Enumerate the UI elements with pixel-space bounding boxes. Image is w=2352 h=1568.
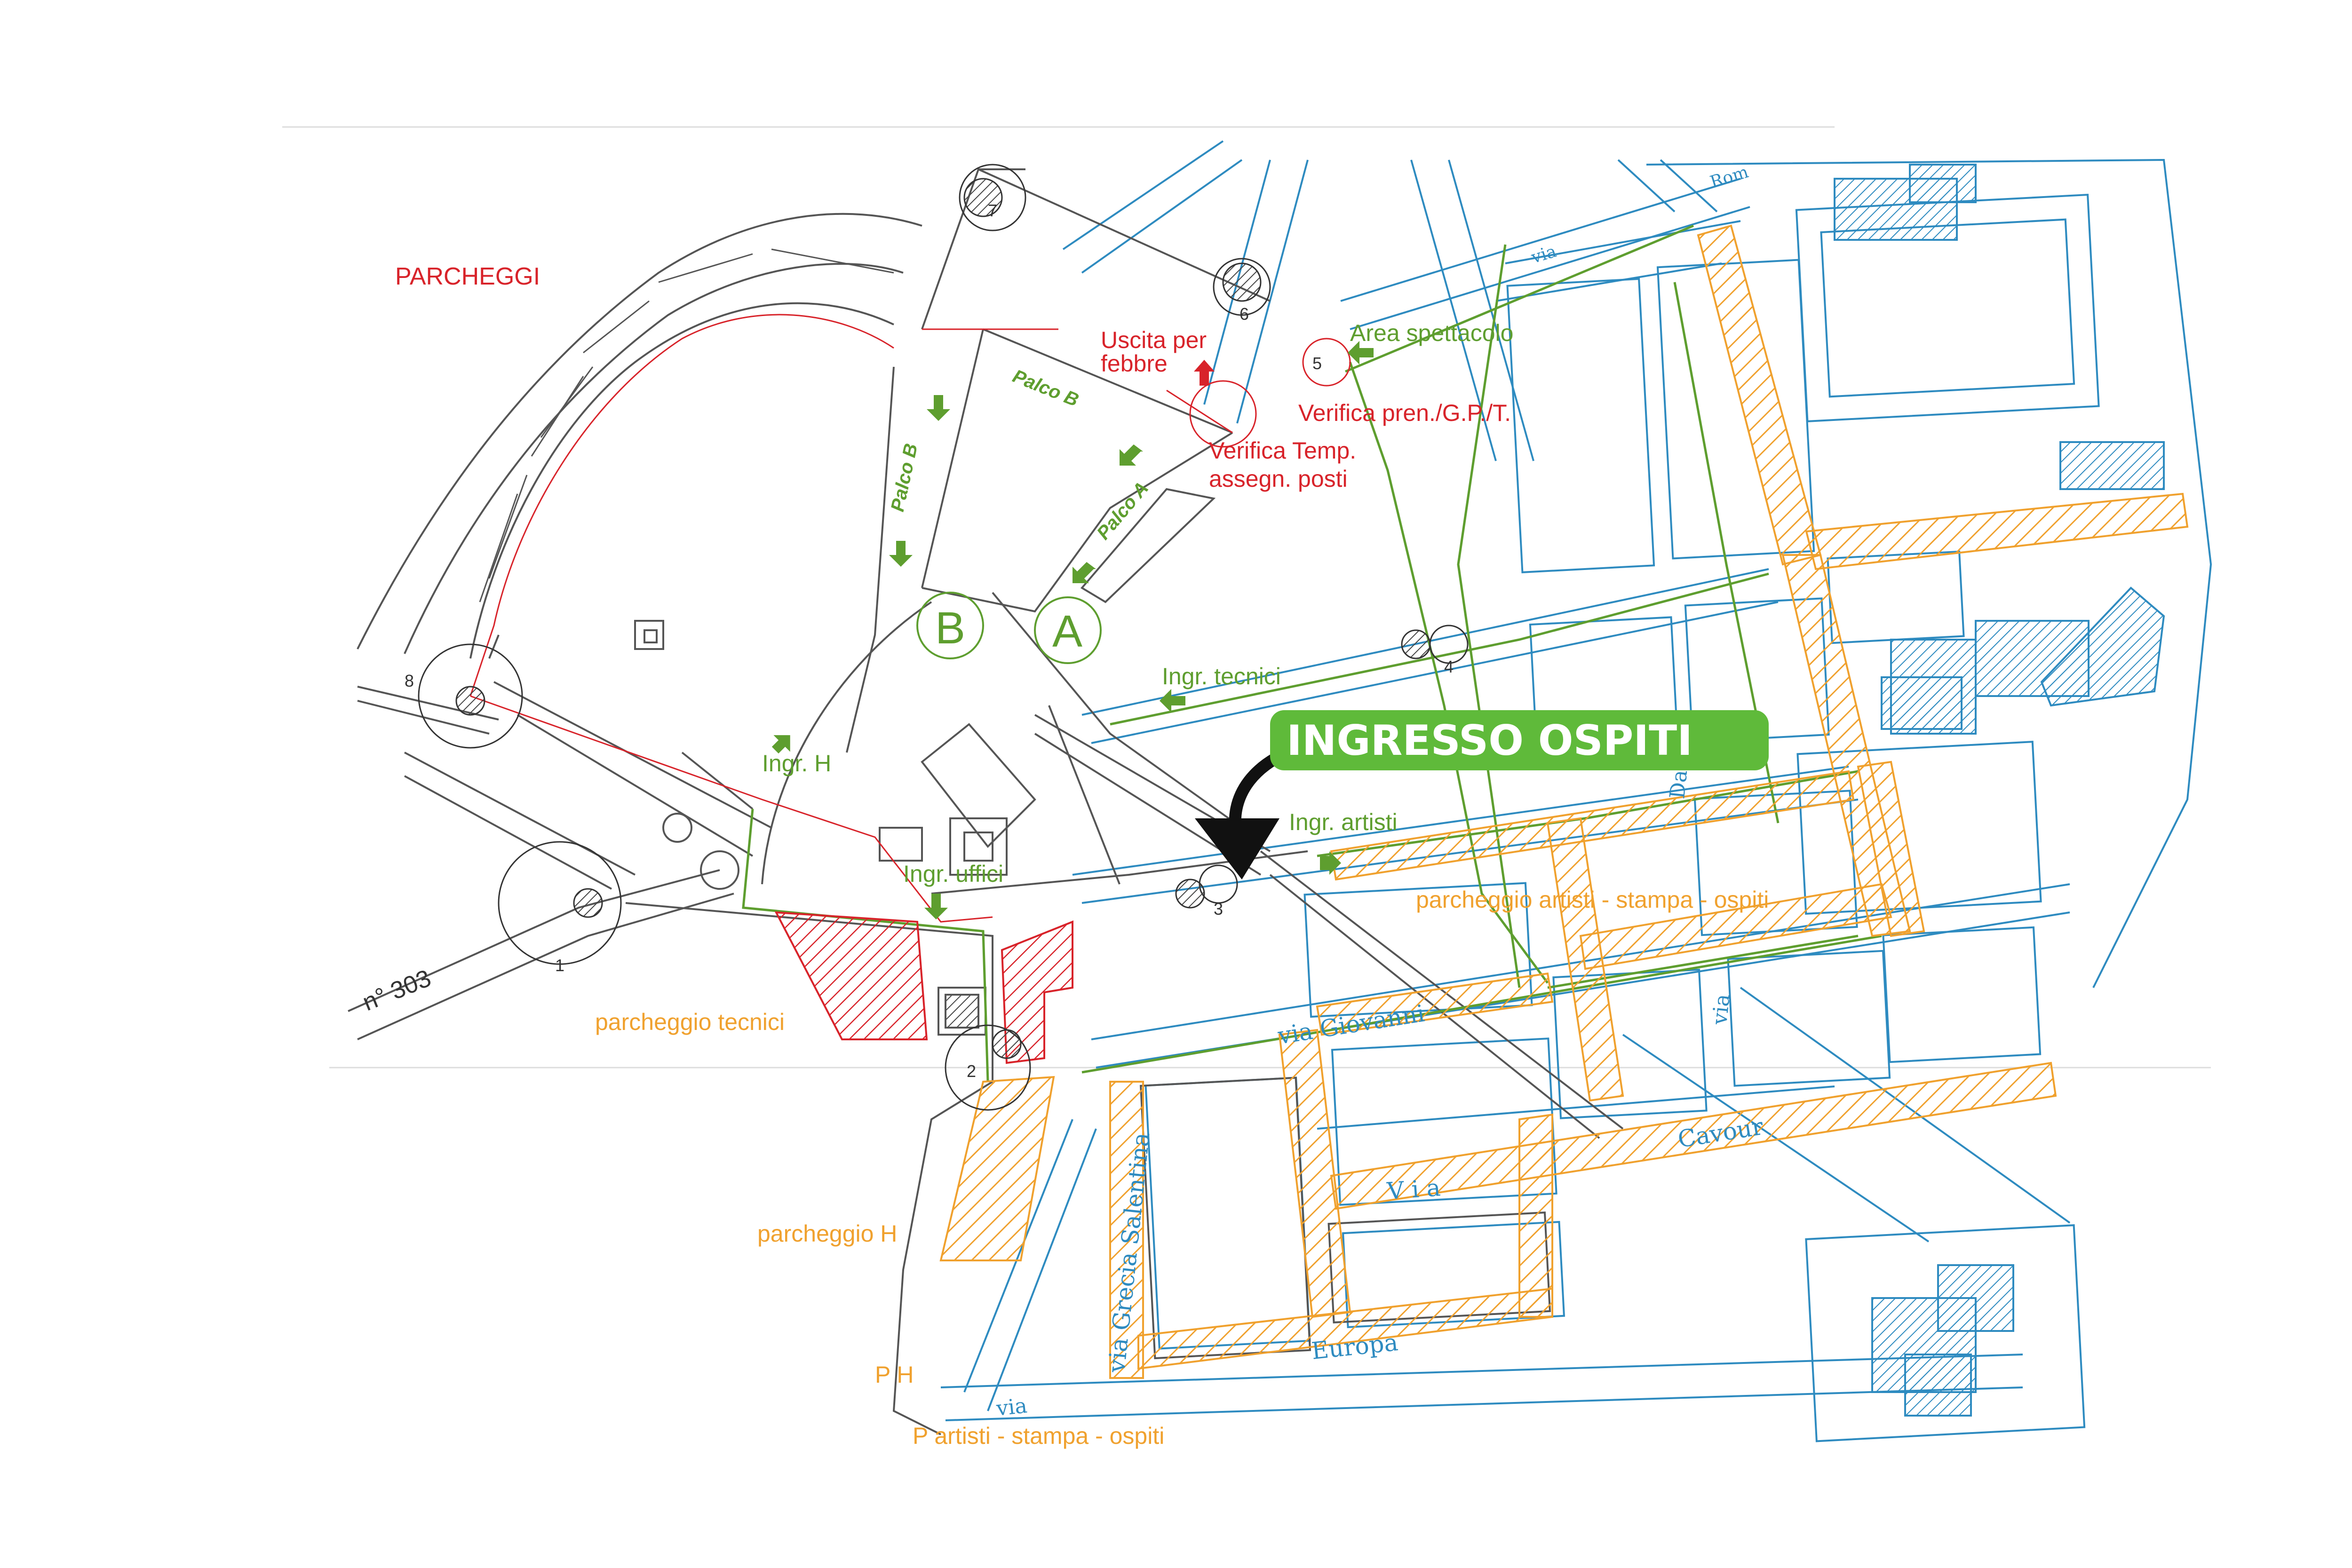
badge-background <box>1270 710 1769 770</box>
area-spettacolo-label: Area spettacolo <box>1350 320 1513 346</box>
p-h-label: P H <box>875 1362 914 1388</box>
palco-a-label: Palco A <box>1093 478 1152 544</box>
red-route <box>469 314 1233 923</box>
ingr-h-label: Ingr. H <box>762 750 831 776</box>
checkpoint-number: 3 <box>1214 899 1223 919</box>
street-rom: Rom <box>1708 162 1751 192</box>
checkpoint-number: 1 <box>555 956 564 975</box>
exit-arrow-icon <box>1194 360 1215 386</box>
stage-b-letter: B <box>935 603 965 653</box>
stage-markers <box>916 592 1102 664</box>
ingr-tecnici-label: Ingr. tecnici <box>1162 663 1281 689</box>
entrance-arrows <box>771 341 1374 919</box>
street-da: Da <box>1665 769 1692 800</box>
verifica-temp-label-2: assegn. posti <box>1209 466 1348 492</box>
palco-b-label: Palco B <box>1010 366 1082 411</box>
road-303-label: n° 303 <box>359 965 435 1016</box>
street-via-bottom: via <box>995 1394 1028 1421</box>
verifica-pren-label: Verifica pren./G.P./T. <box>1298 400 1511 426</box>
parcheggio-tecnici-label: parcheggio tecnici <box>595 1009 785 1035</box>
checkpoint-number: 2 <box>967 1061 976 1081</box>
uscita-febbre-label-2: febbre <box>1101 350 1168 377</box>
parcheggi-title: PARCHEGGI <box>395 263 540 290</box>
palco-b-label-2: Palco B <box>887 442 922 514</box>
buildings <box>1834 164 2165 1417</box>
stage-b-circle <box>916 592 984 659</box>
restricted-zones <box>774 911 1073 1064</box>
street-via-top: via <box>1529 242 1559 268</box>
checkpoint-number: 6 <box>1240 304 1249 324</box>
checkpoint-number: 5 <box>1312 354 1322 373</box>
badge-label: INGRESSO OSPITI <box>1287 716 1692 765</box>
uscita-febbre-label: Uscita per <box>1101 327 1207 353</box>
stage-a-letter: A <box>1052 606 1082 657</box>
ingr-uffici-label: Ingr. uffici <box>903 861 1003 887</box>
checkpoint-number: 7 <box>988 201 997 220</box>
ingresso-ospiti-badge: INGRESSO OSPITI <box>1270 710 1769 770</box>
stage-a-circle <box>1034 596 1102 664</box>
checkpoint-number: 8 <box>405 671 414 690</box>
map-frame <box>282 126 2211 1069</box>
parking-zones <box>939 224 2189 1379</box>
parcheggio-artisti-label: parcheggio artisti - stampa - ospiti <box>1416 887 1769 913</box>
checkpoint-numbers: 1 2 3 4 5 6 7 8 <box>405 201 1454 1081</box>
checkpoint-markers <box>455 178 1431 1059</box>
parking-stalls <box>479 248 894 602</box>
street-via-v: V i a <box>1386 1174 1441 1205</box>
checkpoint-number: 4 <box>1444 657 1454 676</box>
street-via-right: via <box>1708 993 1735 1026</box>
verifica-temp-label: Verifica Temp. <box>1209 437 1356 464</box>
ingr-artisti-label: Ingr. artisti <box>1289 809 1398 835</box>
parcheggio-h-label: parcheggio H <box>757 1220 897 1247</box>
p-artisti-label: P artisti - stampa - ospiti <box>913 1423 1164 1449</box>
